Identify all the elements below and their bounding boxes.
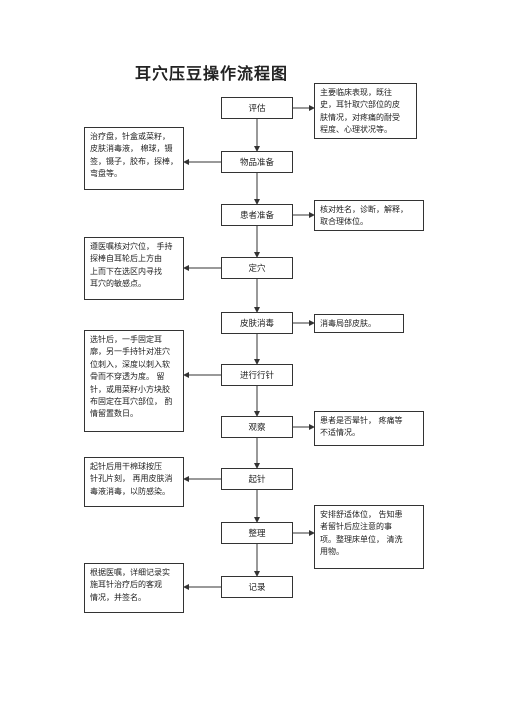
note-tidy: 安排舒适体位， 告知患 者留针后应注意的事 项。整理床单位， 清洗 用物。 bbox=[314, 505, 424, 569]
note-observe: 患者是否晕针， 疼痛等 不适情况。 bbox=[314, 411, 424, 446]
step-assess: 评估 bbox=[221, 97, 293, 119]
step-locate: 定穴 bbox=[221, 257, 293, 279]
note-patient: 核对姓名，诊断，解释， 取合理体位。 bbox=[314, 200, 424, 231]
note-items: 治疗盘，针盒或菜籽， 皮肤消毒液， 棉球，镊 签，镊子，胶布，探棒， 弯盘等。 bbox=[84, 127, 184, 190]
step-record: 记录 bbox=[221, 576, 293, 598]
note-disinfect: 消毒局部皮肤。 bbox=[314, 314, 404, 333]
step-patient: 患者准备 bbox=[221, 204, 293, 226]
page-title: 耳穴压豆操作流程图 bbox=[135, 64, 289, 83]
note-needle: 选针后，一手固定耳 廓，另一手持针对准穴 位刺入，深度以刺入软 骨而不穿透为度。… bbox=[84, 330, 184, 432]
step-needle: 进行行针 bbox=[221, 364, 293, 386]
step-tidy: 整理 bbox=[221, 522, 293, 544]
note-locate: 遵医嘱核对穴位， 手持 探棒自耳轮后上方由 上而下在选区内寻找 耳穴的敏感点。 bbox=[84, 237, 184, 300]
step-disinfect: 皮肤消毒 bbox=[221, 312, 293, 334]
step-observe: 观察 bbox=[221, 416, 293, 438]
step-items: 物品准备 bbox=[221, 151, 293, 173]
step-remove: 起针 bbox=[221, 468, 293, 490]
note-remove: 起针后用干棉球按压 针孔片刻， 再用皮肤消 毒液消毒，以防感染。 bbox=[84, 457, 184, 507]
note-record: 根据医嘱，详细记录实 施耳针治疗后的客观 情况，并签名。 bbox=[84, 563, 184, 613]
note-assess: 主要临床表现，既往 史，耳针取穴部位的皮 肤情况，对疼痛的耐受 程度、心理状况等… bbox=[314, 83, 417, 139]
